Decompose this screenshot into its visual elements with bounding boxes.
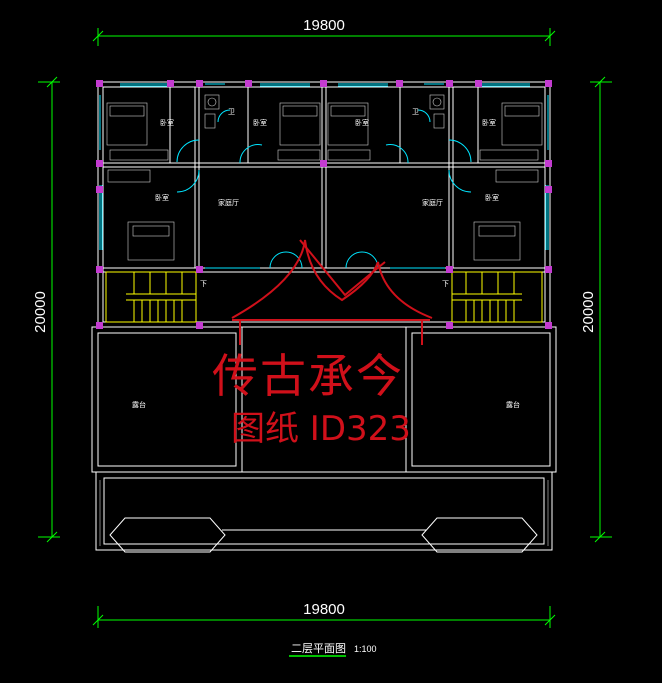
room-label-family-hall-1: 家庭厅 — [218, 198, 239, 207]
dimension-right: 20000 — [580, 76, 612, 543]
watermark-brand: 传古承今 — [212, 349, 404, 403]
dimension-top: 19800 — [92, 17, 556, 46]
drawing-title: 二层平面图 — [291, 642, 346, 655]
terrace-walls — [91, 326, 557, 553]
room-label-bedroom-5: 卧室 — [155, 193, 169, 202]
room-label-terrace-2: 露台 — [506, 400, 520, 409]
doors — [176, 109, 472, 269]
room-label-bedroom-2: 卧室 — [253, 118, 267, 127]
stairs-right — [451, 271, 543, 323]
room-label-family-hall-2: 家庭厅 — [422, 198, 443, 207]
stair-label-right: 下 — [442, 280, 449, 288]
watermark: 传古承今 图纸 ID323 — [212, 239, 433, 449]
structural-columns — [96, 80, 552, 329]
dimension-left-label: 20000 — [32, 291, 49, 333]
room-label-bedroom-3: 卧室 — [355, 118, 369, 127]
furniture — [106, 94, 543, 261]
dimension-left: 20000 — [32, 76, 60, 543]
windows — [99, 83, 549, 269]
room-label-bedroom-4: 卧室 — [482, 118, 496, 127]
stair-label-left: 下 — [200, 280, 207, 288]
watermark-roof-logo — [231, 239, 433, 319]
room-label-bathroom-2: 卫 — [412, 108, 419, 116]
watermark-drawing-id: 图纸 ID323 — [231, 409, 411, 449]
room-label-bedroom-1: 卧室 — [160, 118, 174, 127]
room-label-bathroom-1: 卫 — [228, 108, 235, 116]
stairs-left — [105, 271, 197, 323]
dimension-bottom: 19800 — [92, 601, 556, 628]
drawing-scale: 1:100 — [354, 644, 377, 654]
dimension-top-label: 19800 — [303, 17, 345, 34]
dimension-bottom-label: 19800 — [303, 601, 345, 618]
dimension-right-label: 20000 — [580, 291, 597, 333]
room-label-terrace-1: 露台 — [132, 400, 146, 409]
room-label-bedroom-6: 卧室 — [485, 193, 499, 202]
